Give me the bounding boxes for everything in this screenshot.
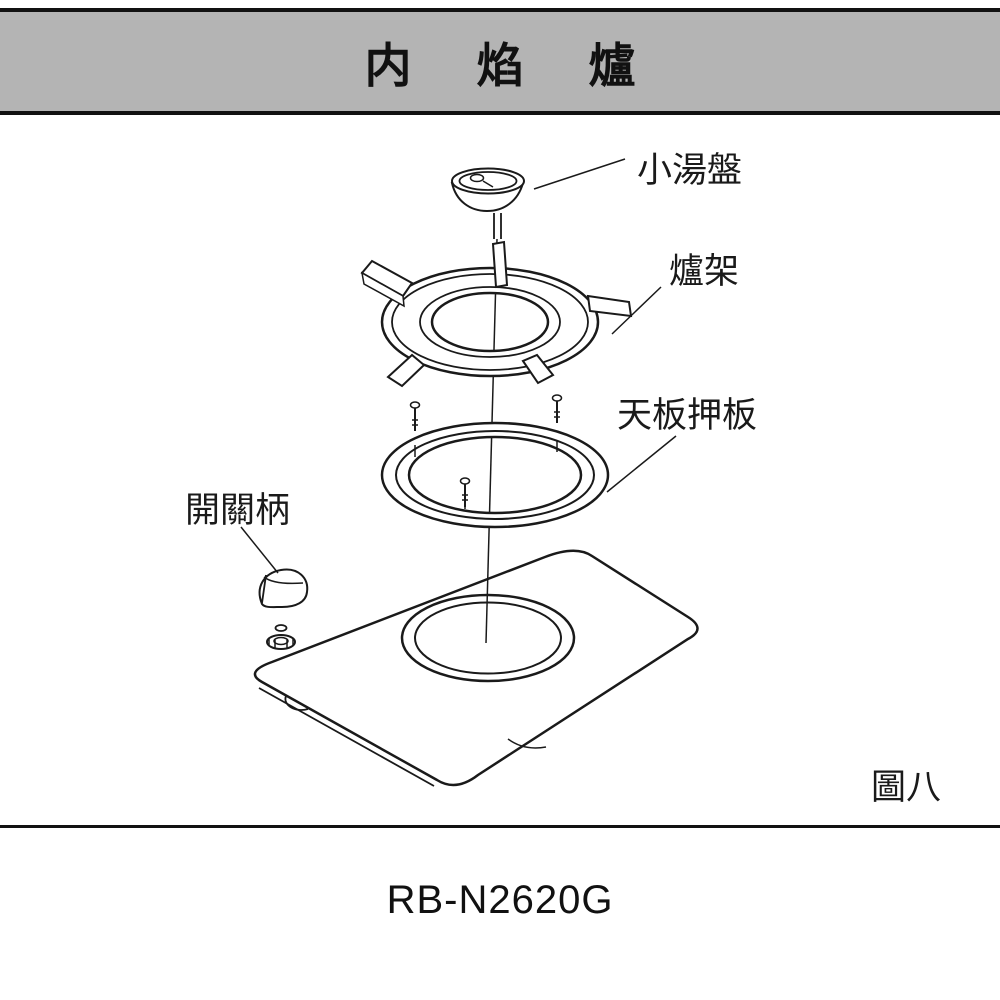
screw-icon xyxy=(551,394,563,423)
assembly-axis-line xyxy=(485,238,498,644)
label-switch-knob: 開關柄 xyxy=(185,491,290,530)
grate-prong xyxy=(521,353,555,385)
leader-lines xyxy=(240,158,677,574)
leader-switch-knob xyxy=(240,526,279,574)
screw-icon xyxy=(459,477,471,507)
leader-small-soup-plate xyxy=(533,158,626,190)
exploded-diagram: 小湯盤 爐架 天板押板 開關柄 圖八 xyxy=(185,151,941,807)
grate-prong xyxy=(386,353,426,388)
burner-grate-drawing xyxy=(360,240,633,388)
small-soup-plate-drawing xyxy=(450,167,525,239)
figure-caption: 圖八 xyxy=(871,768,941,807)
grate-prong-face xyxy=(360,271,405,308)
cooktop-panel-drawing xyxy=(253,549,699,787)
label-small-soup-plate: 小湯盤 xyxy=(637,151,742,190)
grate-prong xyxy=(491,240,509,289)
label-burner-grate: 爐架 xyxy=(669,252,739,291)
leader-top-plate-press-plate xyxy=(606,435,677,493)
switch-knob-drawing xyxy=(258,568,309,650)
footer-divider xyxy=(0,825,1000,828)
label-top-plate-press-plate: 天板押板 xyxy=(617,396,757,435)
top-plate-press-plate-drawing xyxy=(380,394,610,529)
screw-icon xyxy=(409,401,421,431)
page-title: 内 焰 爐 xyxy=(364,39,662,92)
model-number: RB-N2620G xyxy=(386,878,614,922)
title-bar: 内 焰 爐 xyxy=(0,8,1000,115)
leader-burner-grate xyxy=(611,286,662,335)
